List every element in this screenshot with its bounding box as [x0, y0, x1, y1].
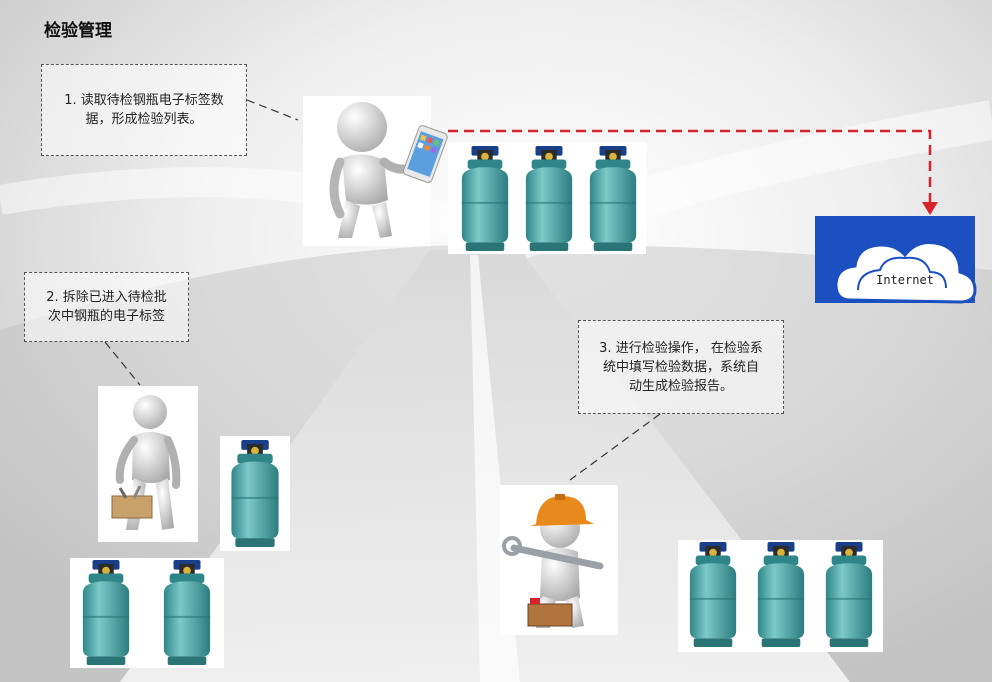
step-3-note: 3. 进行检验操作， 在检验系 统中填写检验数据，系统自 动生成检验报告。 [578, 320, 784, 414]
internet-label: Internet [876, 273, 934, 287]
internet-box [815, 216, 975, 303]
figure-card [500, 485, 618, 635]
step-3-line: 统中填写检验数据，系统自 [602, 359, 759, 375]
page-title: 检验管理 [44, 21, 112, 41]
cylinder-card [70, 558, 224, 668]
step-1-line: 1. 读取待检钢瓶电子标签数 [64, 93, 224, 108]
cylinder-card [448, 142, 646, 254]
figure-card [98, 386, 198, 542]
step-2-line: 2. 拆除已进入待检批 [46, 290, 167, 305]
step-3-line: 3. 进行检验操作， 在检验系 [599, 340, 763, 356]
step-3-line: 动生成检验报告。 [628, 378, 733, 394]
step-1-note: 1. 读取待检钢瓶电子标签数 据，形成检验列表。 [41, 64, 247, 156]
cylinder-card [220, 436, 290, 551]
step-1-line: 据，形成检验列表。 [85, 112, 203, 127]
cylinder-card [678, 540, 883, 652]
step-2-line: 次中钢瓶的电子标签 [47, 309, 165, 324]
step-2-note: 2. 拆除已进入待检批 次中钢瓶的电子标签 [24, 272, 189, 342]
figure-card [303, 96, 431, 246]
